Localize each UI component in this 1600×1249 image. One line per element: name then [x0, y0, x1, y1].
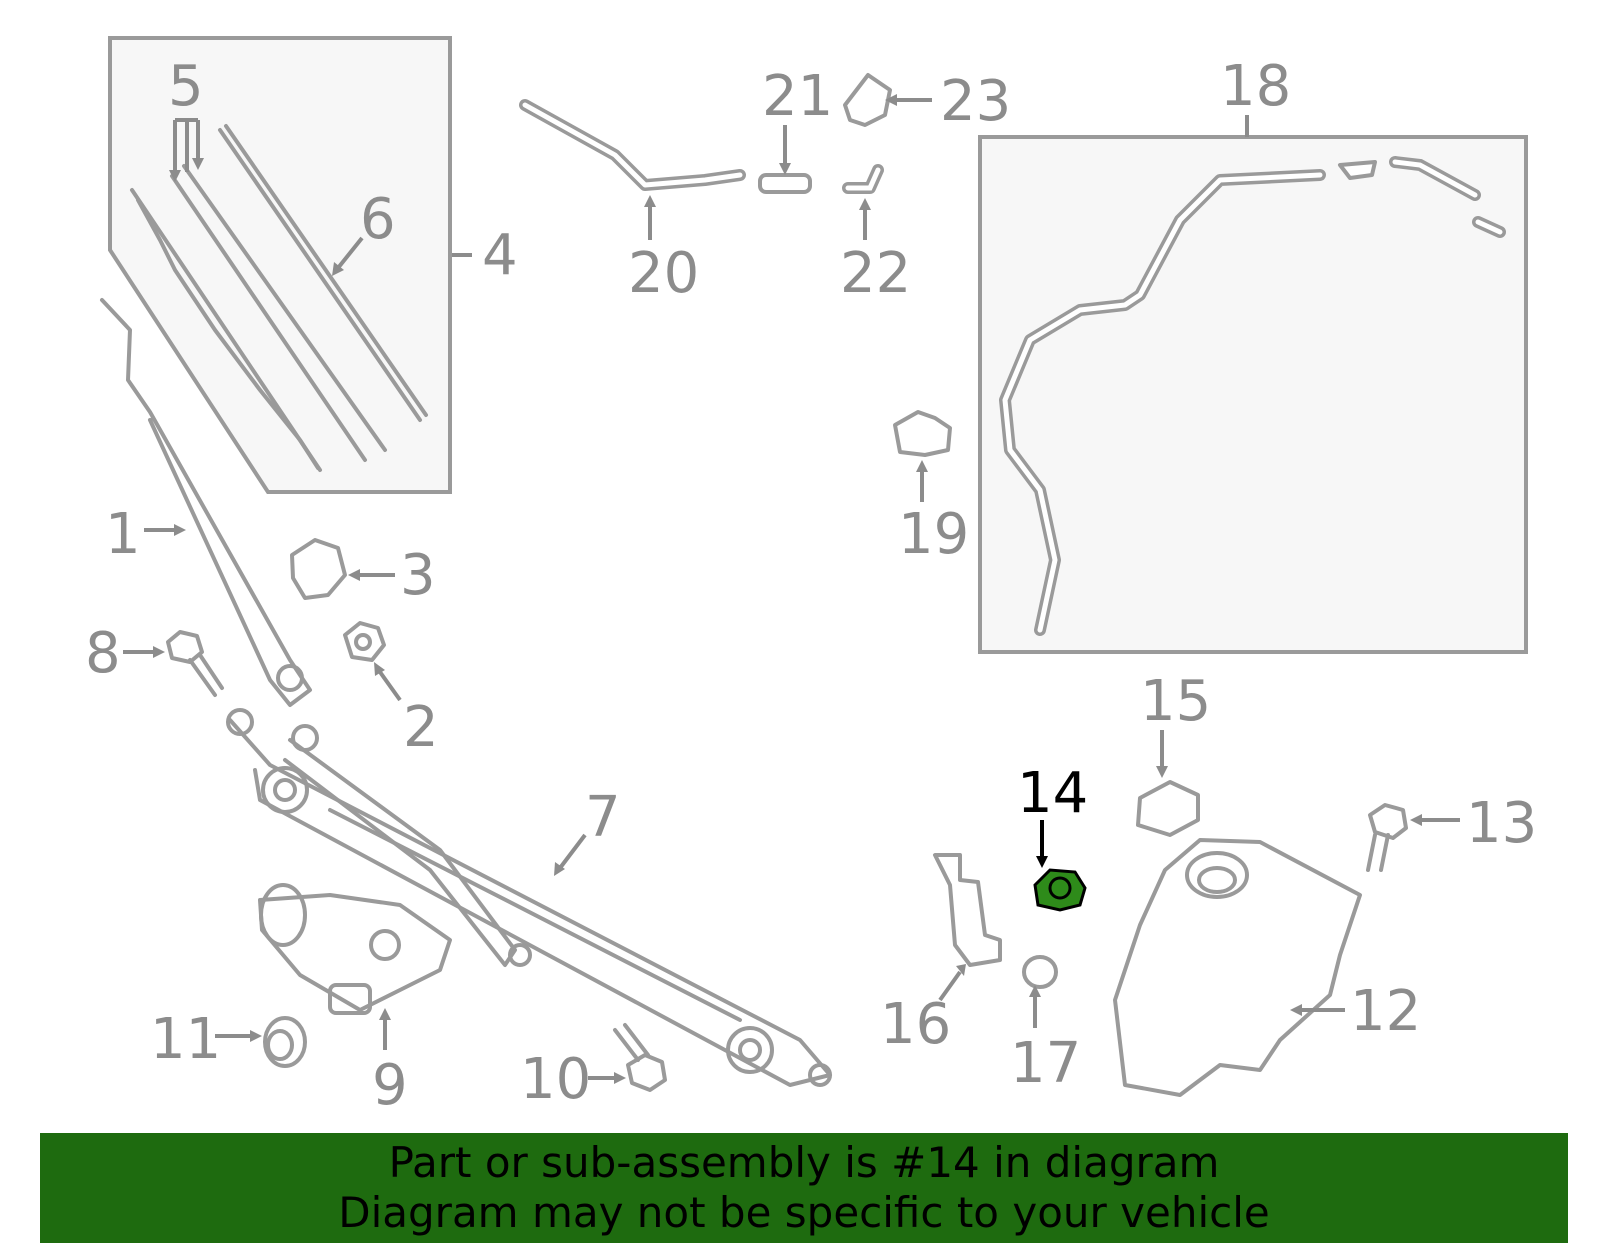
callout-20[interactable]: 20	[628, 241, 699, 306]
callout-3[interactable]: 3	[400, 543, 436, 608]
blade-kit-group	[108, 36, 452, 494]
callout-7[interactable]: 7	[585, 785, 621, 850]
callout-16[interactable]: 16	[880, 992, 951, 1057]
callout-labels: 1 2 3 4 5 6 7 8 9 10 11 12 13 14 15 16 1…	[85, 54, 1537, 1118]
wiper-motor	[258, 883, 452, 1015]
hose-kit-box	[978, 135, 1528, 654]
callout-5[interactable]: 5	[168, 54, 204, 119]
banner-line-1: Part or sub-assembly is #14 in diagram	[388, 1138, 1220, 1187]
callout-10[interactable]: 10	[520, 1047, 591, 1112]
washer-reservoir	[1113, 838, 1362, 1097]
callout-23[interactable]: 23	[940, 69, 1011, 134]
callout-17[interactable]: 17	[1010, 1031, 1081, 1096]
callout-14[interactable]: 14	[1017, 761, 1088, 826]
wiper-arm	[100, 298, 312, 707]
callout-2[interactable]: 2	[403, 695, 439, 760]
wiper-linkage	[226, 708, 832, 1087]
callout-11[interactable]: 11	[150, 1007, 221, 1072]
callout-13[interactable]: 13	[1466, 791, 1537, 856]
part-14-nut	[1033, 868, 1087, 912]
blade-kit-box	[108, 36, 452, 494]
callout-21[interactable]: 21	[762, 64, 833, 129]
callout-15[interactable]: 15	[1140, 669, 1211, 734]
hose-kit-group	[978, 135, 1528, 654]
callout-19[interactable]: 19	[898, 502, 969, 567]
callout-18[interactable]: 18	[1220, 54, 1291, 119]
callout-9[interactable]: 9	[372, 1053, 408, 1118]
callout-1[interactable]: 1	[105, 502, 141, 567]
callout-8[interactable]: 8	[85, 621, 121, 686]
small-parts	[166, 73, 1408, 1092]
banner-line-2: Diagram may not be specific to your vehi…	[338, 1188, 1270, 1237]
callout-12[interactable]: 12	[1350, 979, 1421, 1044]
callout-4[interactable]: 4	[482, 223, 518, 288]
info-banner: Part or sub-assembly is #14 in diagram D…	[40, 1133, 1568, 1243]
callout-6[interactable]: 6	[360, 187, 396, 252]
leader-lines	[123, 94, 1460, 1084]
callout-22[interactable]: 22	[840, 241, 911, 306]
